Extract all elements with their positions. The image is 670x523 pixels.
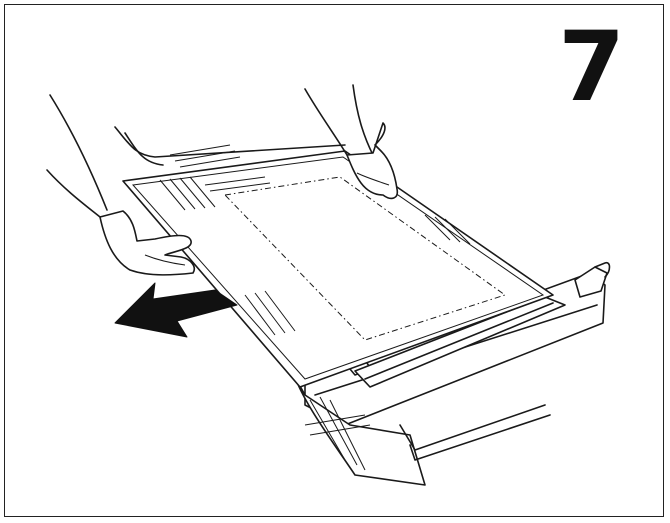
- arrow-left-icon: [114, 282, 238, 338]
- oven-door-glass-removal-illustration: [46, 84, 611, 486]
- step-number: 7: [558, 11, 625, 123]
- hinge-clip: [344, 296, 566, 388]
- towel: [294, 376, 551, 486]
- hand-icon: [304, 84, 399, 200]
- oven-body: [114, 126, 346, 168]
- glass-panel: [122, 150, 554, 388]
- figure-frame: 7: [4, 4, 664, 517]
- hand-icon: [46, 94, 196, 276]
